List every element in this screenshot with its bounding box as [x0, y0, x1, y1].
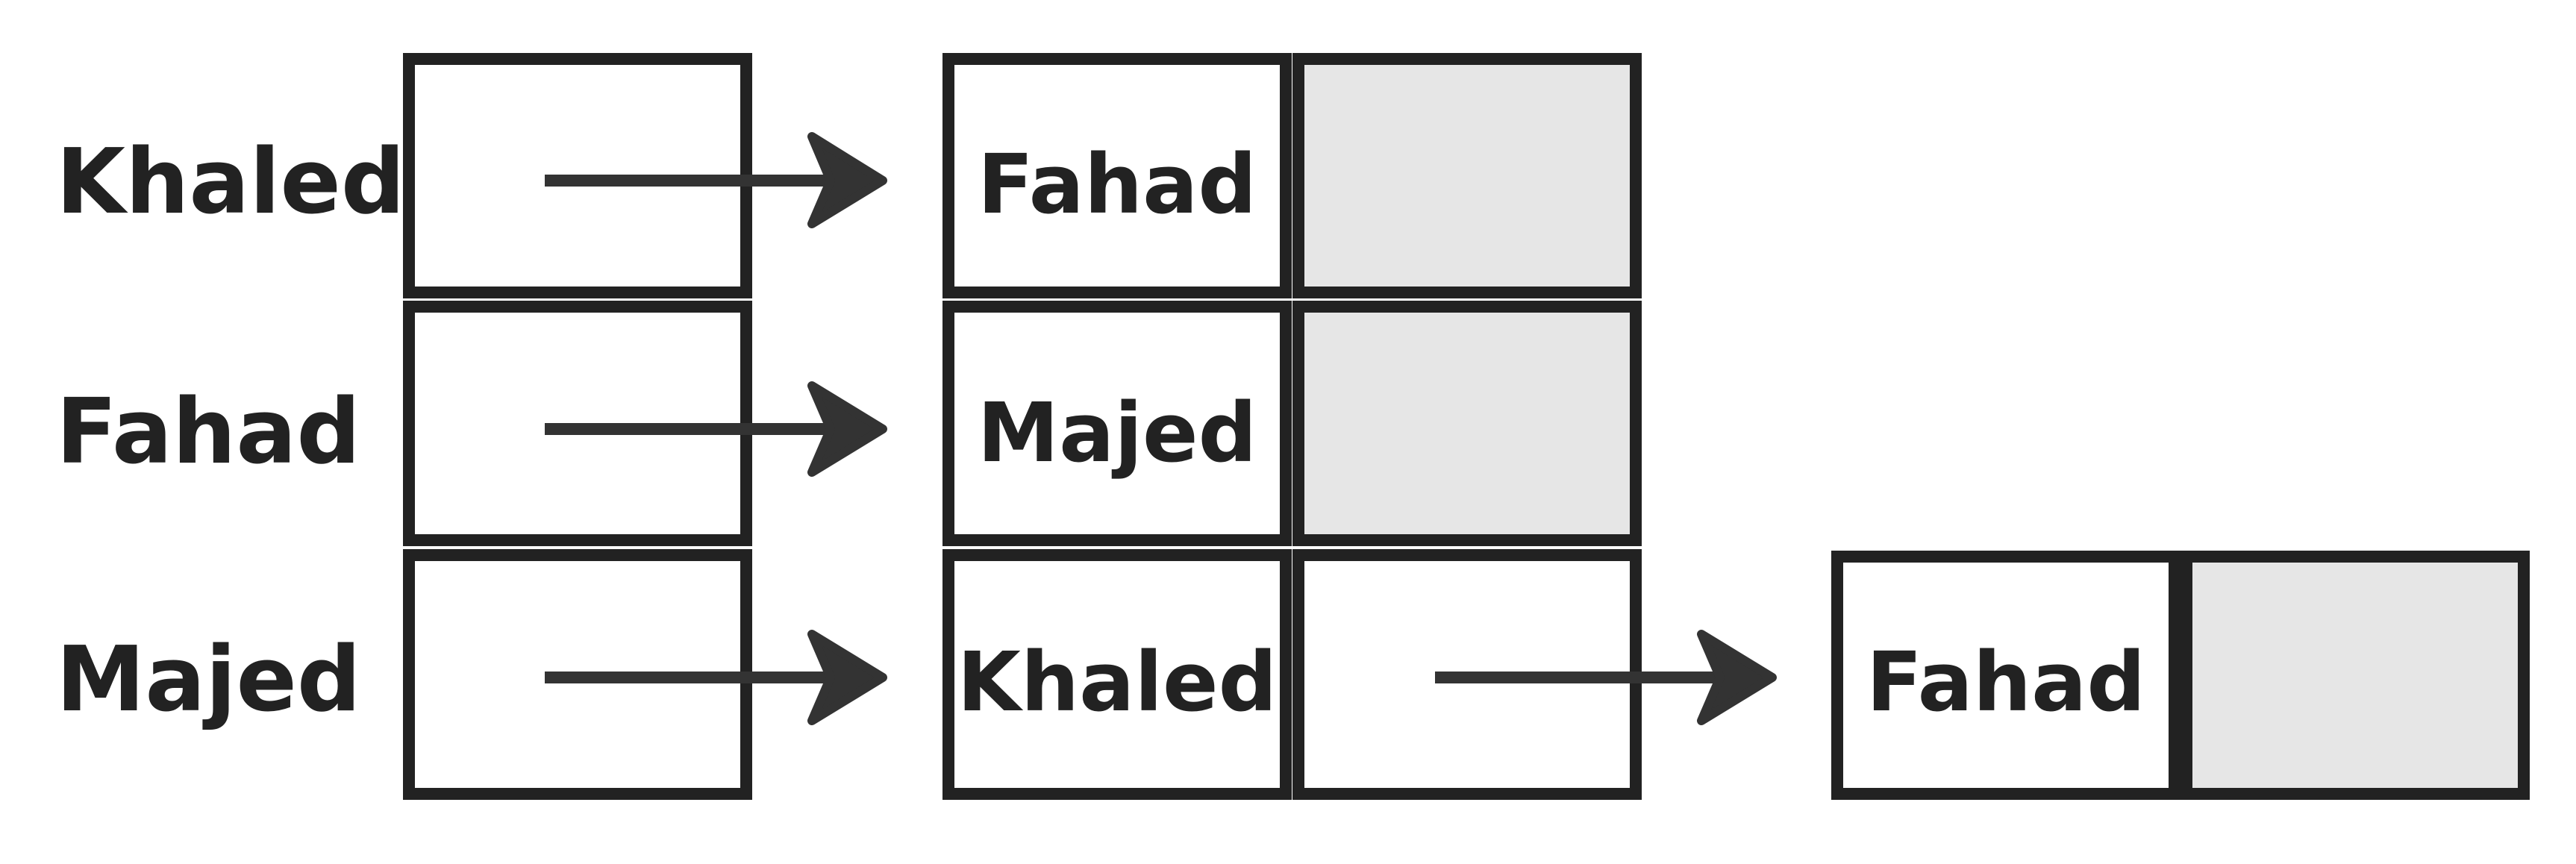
node-value-label: Fahad — [1866, 634, 2145, 730]
node-value-cell — [942, 53, 1292, 298]
node-next-cell-null — [2180, 551, 2530, 800]
row-label-majed: Majed — [56, 628, 361, 732]
pointer-arrow-row-2 — [545, 630, 887, 725]
pointer-arrow-row-1 — [545, 381, 887, 477]
list-node-row-2: Khaled — [942, 549, 1642, 800]
pointer-arrow-chain — [1435, 630, 1777, 725]
node-value-label: Fahad — [978, 137, 1257, 232]
arrowhead-icon — [1697, 630, 1777, 725]
arrowhead-icon — [807, 381, 887, 477]
row-label-fahad: Fahad — [56, 381, 360, 484]
list-node-row-1: Majed — [942, 301, 1642, 546]
node-value-cell — [1831, 551, 2180, 800]
pointer-arrow-row-0 — [545, 132, 887, 228]
row-label-khaled: Khaled — [56, 131, 405, 234]
node-value-label: Khaled — [957, 634, 1278, 730]
arrowhead-icon — [807, 630, 887, 725]
node-next-cell-null — [1292, 301, 1642, 546]
node-next-cell-null — [1292, 53, 1642, 298]
node-value-label: Majed — [978, 385, 1257, 480]
arrowhead-icon — [807, 132, 887, 228]
chained-node: Fahad — [1831, 551, 2530, 800]
node-value-cell — [942, 549, 1292, 800]
list-node-row-0: Fahad — [942, 53, 1642, 298]
node-value-cell — [942, 301, 1292, 546]
